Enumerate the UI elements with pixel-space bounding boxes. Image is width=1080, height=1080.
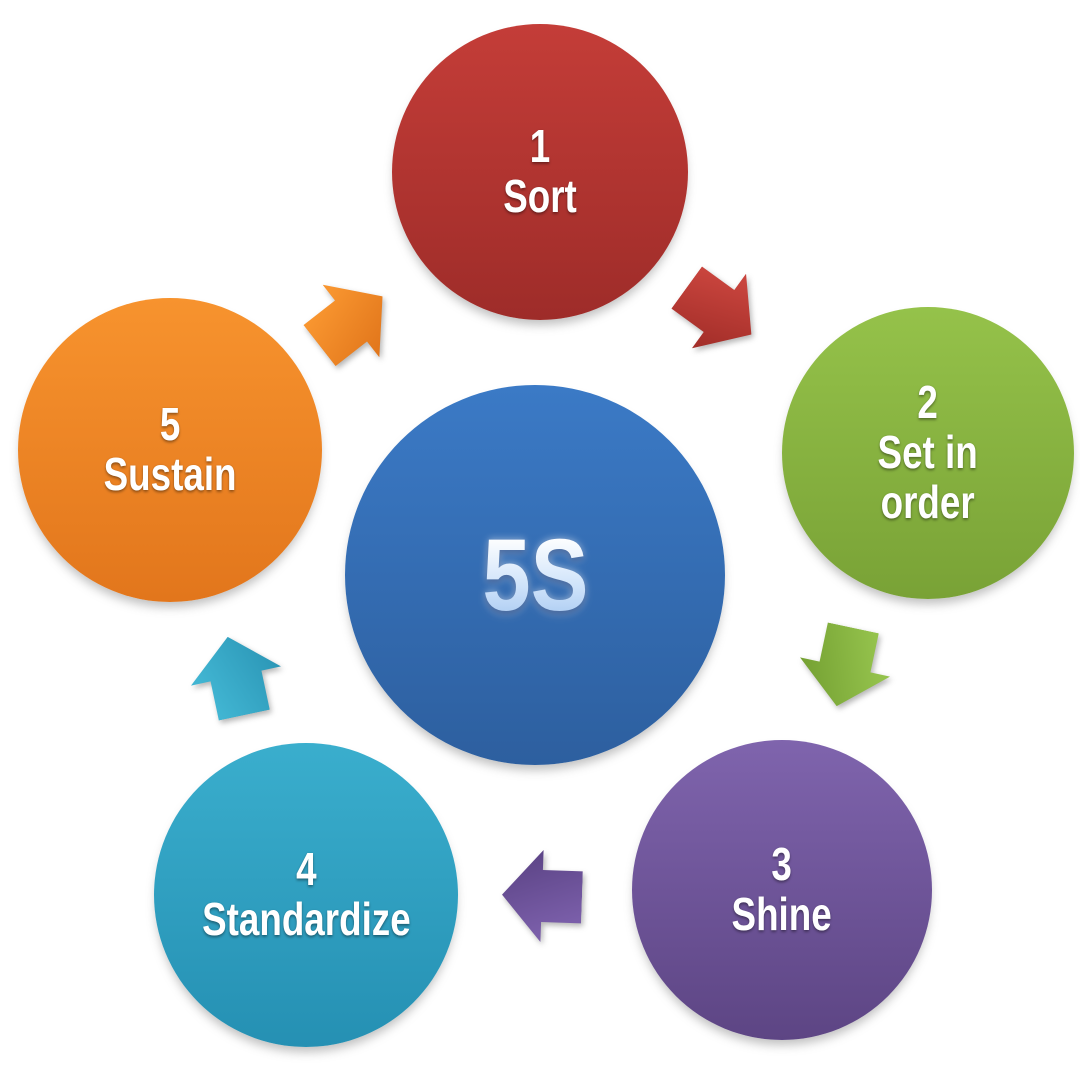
arrow-shape	[500, 849, 583, 944]
arrow-shine-to-standardize-icon	[502, 850, 582, 942]
arrow-shape	[660, 250, 779, 371]
step-number: 2	[917, 376, 939, 429]
arrow-shape	[291, 260, 411, 382]
center-circle-5s: 5S	[345, 385, 725, 765]
arrow-sustain-to-sort-icon	[311, 275, 391, 367]
step-number: 5	[159, 398, 181, 451]
step-label: Sort	[503, 170, 577, 222]
center-label: 5S	[481, 517, 589, 632]
step-label: Standardize	[201, 893, 411, 945]
step-label: Sustain	[103, 448, 237, 500]
arrow-shape	[183, 627, 290, 724]
step-label: Set in order	[877, 426, 979, 528]
step-label: Shine	[731, 888, 833, 940]
step-number: 3	[771, 838, 793, 891]
step-number: 4	[295, 843, 317, 896]
arrow-shape	[792, 618, 899, 715]
arrow-set-in-order-to-shine-icon	[805, 621, 885, 713]
arrow-standardize-to-sustain-icon	[196, 630, 276, 722]
step-number: 1	[529, 120, 551, 173]
arrow-sort-to-set-in-order-icon	[679, 265, 759, 357]
